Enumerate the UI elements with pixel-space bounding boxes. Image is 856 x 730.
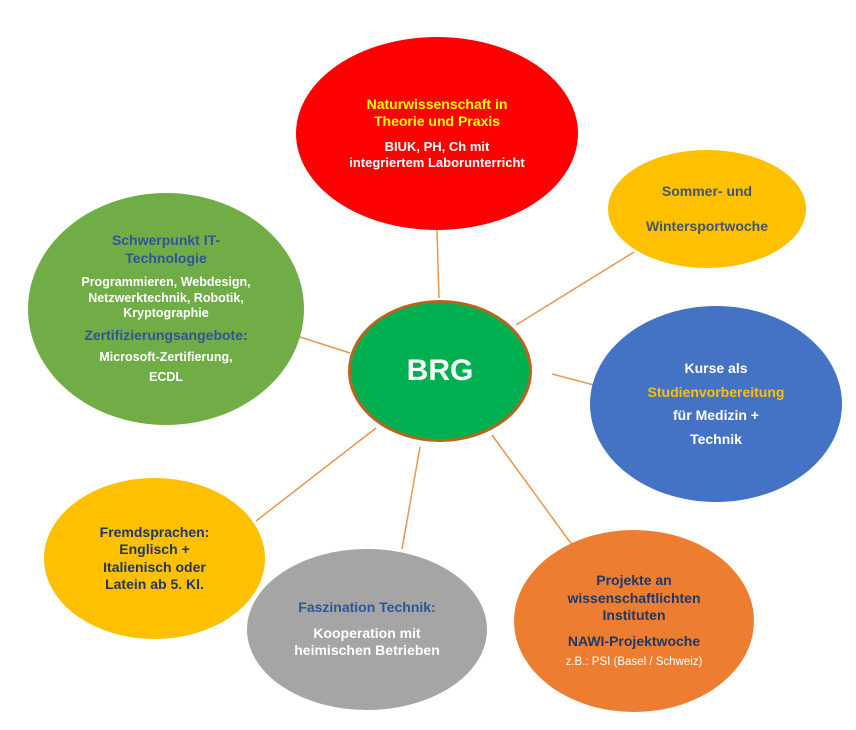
naturwissenschaft-text-line2: integriertem Laborunterricht (349, 155, 525, 170)
bubble-sprachen: Fremdsprachen: Englisch + Italienisch od… (44, 478, 265, 639)
center-label: BRG (406, 354, 474, 388)
it-title-line1: Schwerpunkt IT- (111, 232, 221, 249)
projekte-line4: NAWI-Projektwoche (567, 632, 701, 649)
bubble-kurse: Kurse als Studienvorbereitung für Medizi… (590, 306, 842, 502)
kurse-line4: Technik (690, 430, 742, 447)
bubble-sport: Sommer- und Wintersportwoche (608, 150, 806, 268)
bubble-center-brg: BRG (348, 300, 532, 442)
projekte-line5: z.B.: PSI (Basel / Schweiz) (565, 656, 703, 669)
kurse-line2: Studienvorbereitung (647, 383, 785, 400)
projekte-line3: Instituten (602, 607, 666, 624)
it-cert-line1: Microsoft-Zertifierung, (99, 349, 233, 364)
projekte-line2: wissenschaftlichten (567, 589, 701, 606)
kurse-line1: Kurse als (684, 360, 748, 376)
connector-sprachen (255, 427, 377, 522)
connector-projekte (491, 434, 579, 554)
it-cert-line2: ECDL (148, 370, 184, 385)
connector-kurse (551, 373, 595, 386)
naturwissenschaft-text-line1: BIUK, PH, Ch mit (384, 138, 490, 154)
sprachen-line2: Englisch + (119, 541, 190, 557)
bubble-technik: Faszination Technik: Kooperation mit hei… (247, 549, 487, 710)
it-title-line2: Technologie (125, 249, 207, 266)
connector-technik (401, 446, 421, 550)
sprachen-line4: Latein ab 5. Kl. (105, 576, 204, 592)
technik-line1: Kooperation mit (313, 624, 421, 641)
it-text-line3: Kryptographie (123, 306, 209, 321)
sprachen-line3: Italienisch oder (103, 558, 206, 575)
bubble-it: Schwerpunkt IT- Technologie Programmiere… (28, 193, 304, 425)
connector-sport (515, 251, 635, 326)
bubble-projekte: Projekte an wissenschaftlichten Institut… (514, 530, 754, 712)
naturwissenschaft-title-line2: Theorie und Praxis (373, 113, 501, 130)
sport-line2: Wintersportwoche (646, 218, 768, 234)
technik-title: Faszination Technik: (298, 599, 436, 616)
bubble-naturwissenschaft: Naturwissenschaft in Theorie und Praxis … (296, 37, 578, 230)
naturwissenschaft-title-line1: Naturwissenschaft in (366, 95, 508, 112)
connector-it (299, 336, 351, 354)
sport-line1: Sommer- und (661, 182, 753, 199)
kurse-line3: für Medizin + (673, 407, 759, 423)
projekte-line1: Projekte an (596, 572, 672, 589)
it-text-line2: Netzwerktechnik, Robotik, (88, 290, 244, 305)
it-text-line1: Programmieren, Webdesign, (81, 275, 251, 290)
it-cert-title: Zertifizierungsangebote: (84, 327, 248, 344)
technik-line2: heimischen Betrieben (294, 642, 440, 659)
sprachen-line1: Fremdsprachen: (99, 523, 210, 540)
connector-naturwissenschaft (436, 229, 440, 299)
